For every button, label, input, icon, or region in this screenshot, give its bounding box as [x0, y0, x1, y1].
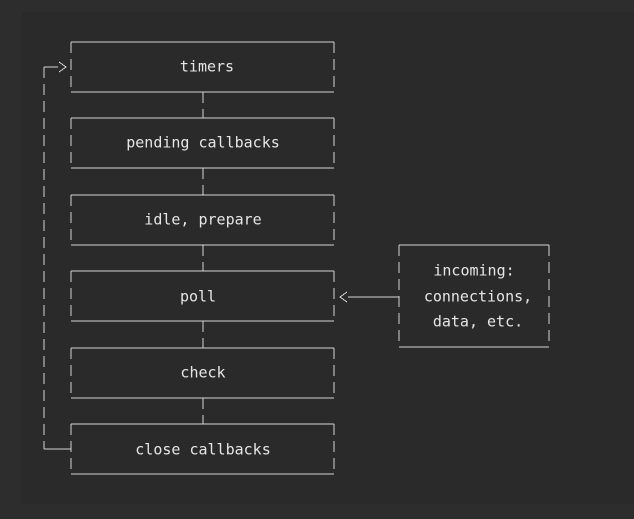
phase-pending-callbacks: pending callbacks — [70, 117, 335, 169]
phase-label-check: check — [180, 364, 225, 382]
incoming-to-poll-arrow — [339, 291, 399, 303]
phase-check: check — [70, 347, 335, 399]
diagram-panel — [22, 12, 634, 504]
phase-close-callbacks: close callbacks — [70, 423, 335, 475]
incoming-box: incoming: connections, data, etc. — [398, 244, 550, 348]
phase-poll: poll — [70, 270, 335, 322]
phase-label-close-callbacks: close callbacks — [135, 441, 270, 459]
incoming-line-3: data, etc. — [433, 313, 523, 331]
phase-label-idle-prepare: idle, prepare — [144, 211, 261, 229]
arrowhead-right-icon — [58, 61, 67, 73]
phase-idle-prepare: idle, prepare — [70, 194, 335, 246]
phase-label-pending-callbacks: pending callbacks — [126, 134, 280, 152]
arrowhead-left-icon — [339, 291, 348, 303]
phase-label-poll: poll — [180, 288, 216, 306]
incoming-line-2: connections, — [424, 288, 532, 306]
phase-label-timers: timers — [180, 58, 234, 76]
phase-timers: timers — [70, 41, 335, 93]
incoming-line-1: incoming: — [433, 262, 514, 280]
loop-back-arrow — [43, 61, 71, 450]
